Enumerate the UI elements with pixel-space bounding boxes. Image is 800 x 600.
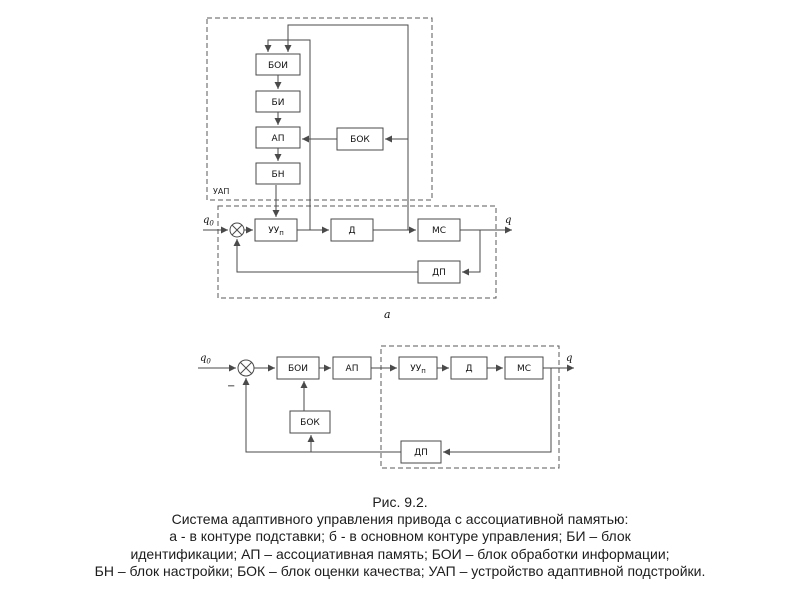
summing-junction-b	[237, 359, 255, 377]
figure-caption: Рис. 9.2. Система адаптивного управления…	[0, 494, 800, 580]
diagram-a-connections	[203, 24, 512, 276]
signal-output-b: q	[566, 353, 572, 364]
block-dp-a-label: ДП	[432, 268, 446, 278]
caption-line-2: Система адаптивного управления привода с…	[171, 511, 629, 528]
diagram-b: БОИ АП УУп Д МС ДП БОК	[198, 345, 574, 469]
line-dp-input-b	[443, 368, 552, 456]
block-diagram: УАП БОИ БИ АП БН БОК УУп Д МС ДП	[198, 17, 574, 469]
caption-figure-number: Рис. 9.2.	[372, 494, 428, 510]
uap-label: УАП	[213, 187, 229, 196]
sublabel-a: a	[384, 308, 391, 321]
block-bok-b	[289, 410, 331, 434]
block-ms-b-label: МС	[517, 364, 531, 374]
signal-output-a: q	[505, 215, 511, 226]
caption-line-4: идентификации; АП – ассоциативная память…	[130, 545, 670, 562]
line-dp-feedback-b	[242, 378, 401, 453]
minus-sign: −	[227, 381, 235, 392]
line-dp-input-a	[462, 230, 481, 276]
diagram-b-connections	[198, 364, 574, 456]
line-dp-feedback-a	[233, 239, 418, 273]
signal-input-a: q0	[203, 215, 214, 228]
block-d-a-label: Д	[348, 226, 355, 236]
caption-line-5: БН – блок настройки; БОК – блок оценки к…	[94, 562, 706, 579]
line-feedback-boi-1	[264, 39, 311, 230]
uap-dashed-frame	[206, 17, 433, 201]
block-boi-b-label: БОИ	[288, 364, 308, 374]
loop-a-dashed-frame	[217, 205, 497, 299]
block-d-b-label: Д	[465, 364, 472, 374]
block-bok-b-label: БОК	[300, 418, 320, 428]
line-feedback-boi-2	[284, 24, 409, 230]
diagram-a: УАП БОИ БИ АП БН БОК УУп Д МС ДП	[203, 17, 512, 321]
block-ap-b-label: АП	[346, 364, 359, 374]
block-ms-a-label: МС	[432, 226, 446, 236]
block-boi-a-label: БОИ	[268, 61, 288, 71]
signal-input-b: q0	[200, 353, 211, 366]
block-ap-a-label: АП	[272, 134, 285, 144]
block-dp-b-label: ДП	[414, 448, 428, 458]
loop-b-dashed-frame	[380, 345, 560, 469]
block-bn-a	[255, 162, 301, 185]
block-uu-a-label: УУп	[268, 226, 284, 237]
caption-line-3: а - в контуре подставки; б - в основном …	[169, 528, 631, 545]
summing-junction-a	[229, 222, 245, 238]
block-bok-a-label: БОК	[350, 135, 370, 145]
block-uu-b-label: УУп	[410, 364, 426, 375]
block-bi-a-label: БИ	[272, 98, 285, 108]
block-bn-a-label: БН	[272, 170, 285, 180]
